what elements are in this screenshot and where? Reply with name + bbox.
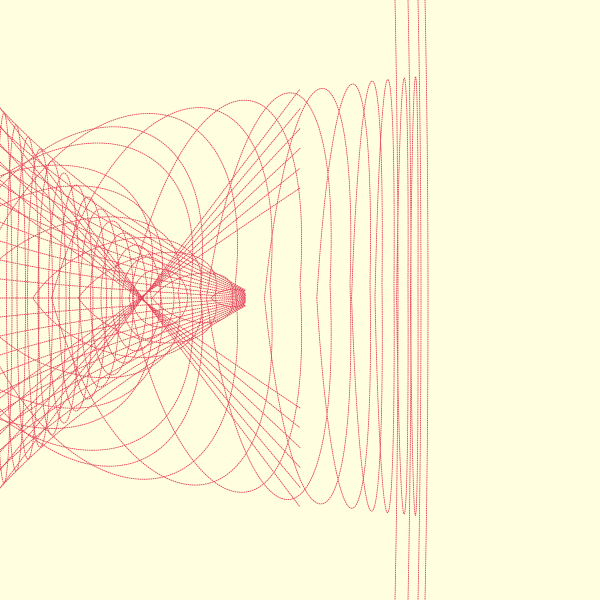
sweep-curve xyxy=(0,161,301,449)
ring-curve xyxy=(351,80,383,512)
ring-curve xyxy=(264,88,352,505)
vertical-edge xyxy=(407,0,412,600)
cone-section xyxy=(16,136,40,460)
cone-section xyxy=(90,220,134,376)
ring-curve xyxy=(77,251,217,344)
vertical-edge xyxy=(424,0,429,600)
ring-curve xyxy=(409,76,419,516)
cone-section xyxy=(79,208,121,388)
cone-section xyxy=(58,184,94,412)
cone-generator xyxy=(0,299,246,356)
ring-curve xyxy=(151,272,234,324)
cone-section xyxy=(132,268,188,328)
ring-curve xyxy=(128,99,303,493)
vertical-edge xyxy=(417,0,422,600)
ring-curve xyxy=(51,107,273,486)
cone-section xyxy=(6,124,26,472)
cone-generator xyxy=(0,300,246,375)
cone-generator xyxy=(0,278,246,298)
cone-section xyxy=(100,232,148,364)
cone-section xyxy=(111,244,161,352)
ring-curve xyxy=(0,126,203,467)
cone-generator xyxy=(0,221,246,296)
cone-generator xyxy=(0,305,246,489)
cone-section xyxy=(27,148,53,448)
ring-curve xyxy=(316,83,371,509)
ring-curve xyxy=(206,92,332,500)
ring-curve xyxy=(0,216,181,379)
ring-curve xyxy=(374,79,395,513)
cone-section xyxy=(48,172,80,424)
cone-section xyxy=(69,196,107,400)
cone-generator xyxy=(0,304,246,470)
vertical-edge xyxy=(394,0,399,600)
sweep-curve xyxy=(0,147,301,435)
cone-section xyxy=(37,160,67,436)
ring-curve xyxy=(0,185,163,409)
cone-generator xyxy=(0,298,246,318)
sweep-curve xyxy=(0,128,301,453)
sweep-curve xyxy=(0,143,301,468)
sweep-curve xyxy=(0,107,301,508)
cone-generator xyxy=(0,240,246,297)
cone-generator xyxy=(0,303,246,451)
wireframe-curves xyxy=(0,0,429,600)
ring-curve xyxy=(210,288,246,308)
ring-curve xyxy=(396,77,409,515)
cone-section xyxy=(121,256,175,340)
cone-generator xyxy=(0,303,246,432)
sweep-curve xyxy=(0,88,301,489)
cone-generator xyxy=(0,107,246,291)
cone-generator xyxy=(0,126,246,292)
